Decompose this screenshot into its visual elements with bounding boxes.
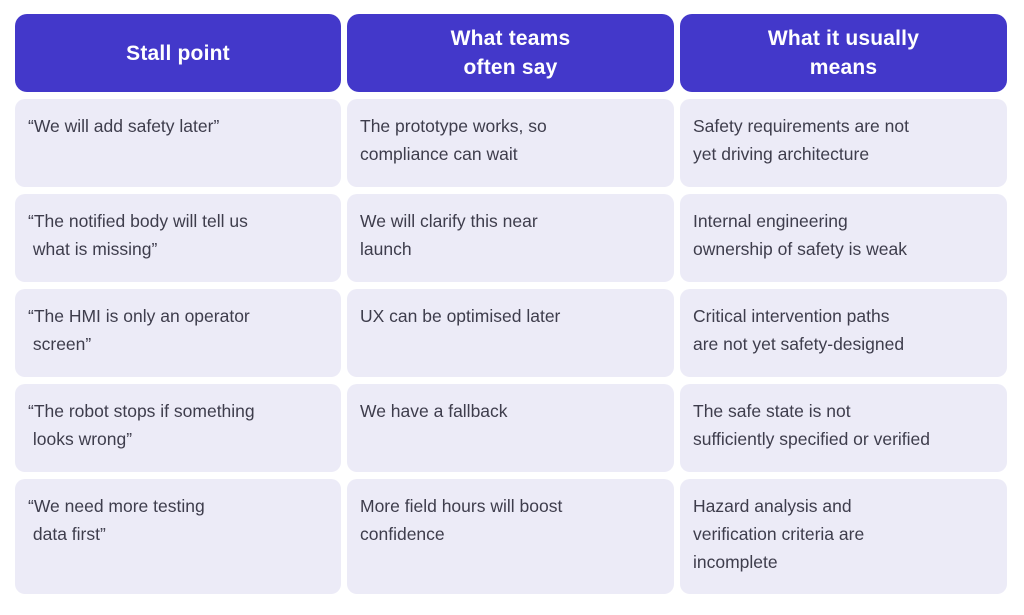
cell-r1-teams-say: The prototype works, so compliance can w…: [347, 99, 674, 187]
cell-r1-usually-means: Safety requirements are not yet driving …: [680, 99, 1007, 187]
stall-points-table: Stall point What teams often say What it…: [15, 14, 1007, 594]
cell-r2-teams-say: We will clarify this near launch: [347, 194, 674, 282]
header-stall-point: Stall point: [15, 14, 341, 92]
cell-r1-stall-point: “We will add safety later”: [15, 99, 341, 187]
header-what-it-usually-means: What it usually means: [680, 14, 1007, 92]
cell-r2-stall-point: “The notified body will tell us what is …: [15, 194, 341, 282]
header-what-teams-often-say: What teams often say: [347, 14, 674, 92]
cell-r5-teams-say: More field hours will boost confidence: [347, 479, 674, 594]
cell-r3-teams-say: UX can be optimised later: [347, 289, 674, 377]
cell-r2-usually-means: Internal engineering ownership of safety…: [680, 194, 1007, 282]
cell-r5-stall-point: “We need more testing data first”: [15, 479, 341, 594]
cell-r5-usually-means: Hazard analysis and verification criteri…: [680, 479, 1007, 594]
cell-r3-stall-point: “The HMI is only an operator screen”: [15, 289, 341, 377]
cell-r4-teams-say: We have a fallback: [347, 384, 674, 472]
cell-r3-usually-means: Critical intervention paths are not yet …: [680, 289, 1007, 377]
cell-r4-stall-point: “The robot stops if something looks wron…: [15, 384, 341, 472]
cell-r4-usually-means: The safe state is not sufficiently speci…: [680, 384, 1007, 472]
